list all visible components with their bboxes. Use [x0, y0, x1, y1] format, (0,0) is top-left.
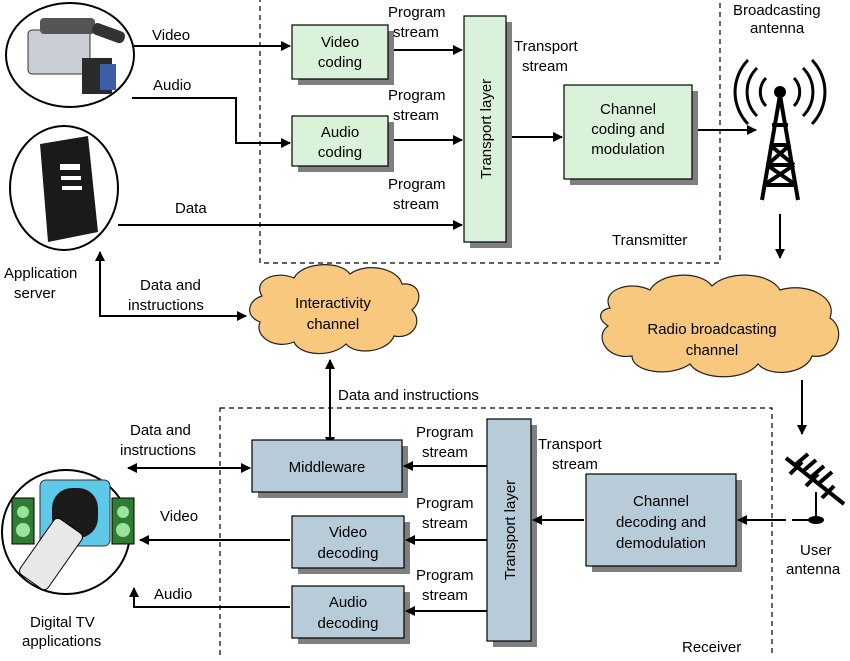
audio-input-label: Audio	[153, 77, 191, 94]
audio-arrow	[132, 97, 291, 148]
svg-text:stream: stream	[393, 107, 439, 124]
video-input-label: Video	[152, 27, 190, 44]
receiver-transport-layer-box: Transport layer	[486, 418, 537, 647]
channel-coding-box: Channel coding and modulation	[563, 84, 698, 185]
receiver-label: Receiver	[682, 639, 741, 656]
svg-text:Transport layer: Transport layer	[478, 79, 495, 179]
receiver-boundary	[219, 407, 773, 661]
user-antenna-label-2: antenna	[786, 561, 841, 578]
application-server-icon	[9, 125, 119, 251]
svg-text:Video: Video	[321, 34, 359, 51]
svg-text:coding: coding	[318, 54, 362, 71]
svg-text:decoding: decoding	[318, 545, 379, 562]
svg-text:Transport layer: Transport layer	[502, 480, 519, 580]
svg-text:stream: stream	[422, 587, 468, 604]
transmitter-transport-layer-box: Transport layer	[463, 15, 512, 248]
svg-text:coding: coding	[318, 144, 362, 161]
data-instructions-label-middleware: Data and instructions	[338, 387, 479, 404]
video-camera-icon	[5, 2, 135, 108]
program-stream-label-audio: Program	[388, 87, 446, 104]
svg-text:Audio: Audio	[321, 124, 359, 141]
data-input-label: Data	[175, 200, 207, 217]
svg-text:decoding: decoding	[318, 615, 379, 632]
program-stream-label-middleware: Program	[416, 424, 474, 441]
user-antenna-icon	[784, 452, 846, 524]
middleware-box: Middleware	[251, 439, 408, 498]
svg-text:Interactivity: Interactivity	[295, 295, 371, 312]
svg-text:Video: Video	[329, 524, 367, 541]
transport-stream-label-rx: Transport	[538, 436, 602, 453]
program-stream-label-video: Program	[388, 4, 446, 21]
program-stream-label-audio-rx: Program	[416, 567, 474, 584]
svg-text:stream: stream	[552, 456, 598, 473]
channel-decoding-box: Channel decoding and demodulation	[585, 473, 742, 572]
interactivity-channel-cloud: Interactivity channel	[249, 264, 420, 355]
audio-output-arrow	[129, 587, 290, 608]
video-output-label: Video	[160, 508, 198, 525]
data-instructions-label-server: Data and	[140, 277, 201, 294]
broadcasting-antenna-label-1: Broadcasting	[733, 2, 821, 19]
svg-text:stream: stream	[422, 515, 468, 532]
svg-text:coding and: coding and	[591, 121, 664, 138]
svg-text:Middleware: Middleware	[289, 459, 366, 476]
application-server-label-2: server	[14, 285, 56, 302]
transport-stream-label-tx: Transport	[514, 38, 578, 55]
program-stream-label-data: Program	[388, 176, 446, 193]
video-decoding-box: Video decoding	[291, 515, 410, 574]
server-interactivity-arrow	[95, 251, 247, 321]
data-instructions-label-tv: Data and	[130, 422, 191, 439]
program-stream-label-video-rx: Program	[416, 495, 474, 512]
radio-broadcasting-channel-cloud: Radio broadcasting channel	[600, 274, 840, 378]
svg-text:channel: channel	[686, 342, 739, 359]
audio-decoding-box: Audio decoding	[291, 585, 410, 644]
svg-text:channel: channel	[307, 316, 360, 333]
broadcasting-antenna-label-2: antenna	[750, 20, 805, 37]
video-coding-box: Video coding	[291, 24, 394, 85]
digital-tv-label-1: Digital TV	[30, 614, 95, 631]
svg-text:Radio broadcasting: Radio broadcasting	[647, 321, 776, 338]
svg-text:Channel: Channel	[600, 101, 656, 118]
svg-text:stream: stream	[522, 58, 568, 75]
application-server-label-1: Application	[4, 265, 77, 282]
user-antenna-label-1: User	[800, 542, 832, 559]
svg-text:stream: stream	[422, 444, 468, 461]
svg-text:demodulation: demodulation	[616, 535, 706, 552]
audio-coding-box: Audio coding	[291, 115, 394, 172]
svg-text:decoding and: decoding and	[616, 514, 706, 531]
svg-text:instructions: instructions	[120, 442, 196, 459]
transmitter-label: Transmitter	[612, 232, 687, 249]
svg-text:stream: stream	[393, 24, 439, 41]
svg-text:Channel: Channel	[633, 493, 689, 510]
broadcasting-antenna-icon	[733, 58, 827, 201]
digital-tv-icon	[1, 469, 135, 595]
svg-text:instructions: instructions	[128, 297, 204, 314]
svg-text:modulation: modulation	[591, 141, 664, 158]
svg-text:Audio: Audio	[329, 594, 367, 611]
svg-text:stream: stream	[393, 196, 439, 213]
digital-tv-label-2: applications	[22, 633, 101, 650]
audio-output-label: Audio	[154, 586, 192, 603]
